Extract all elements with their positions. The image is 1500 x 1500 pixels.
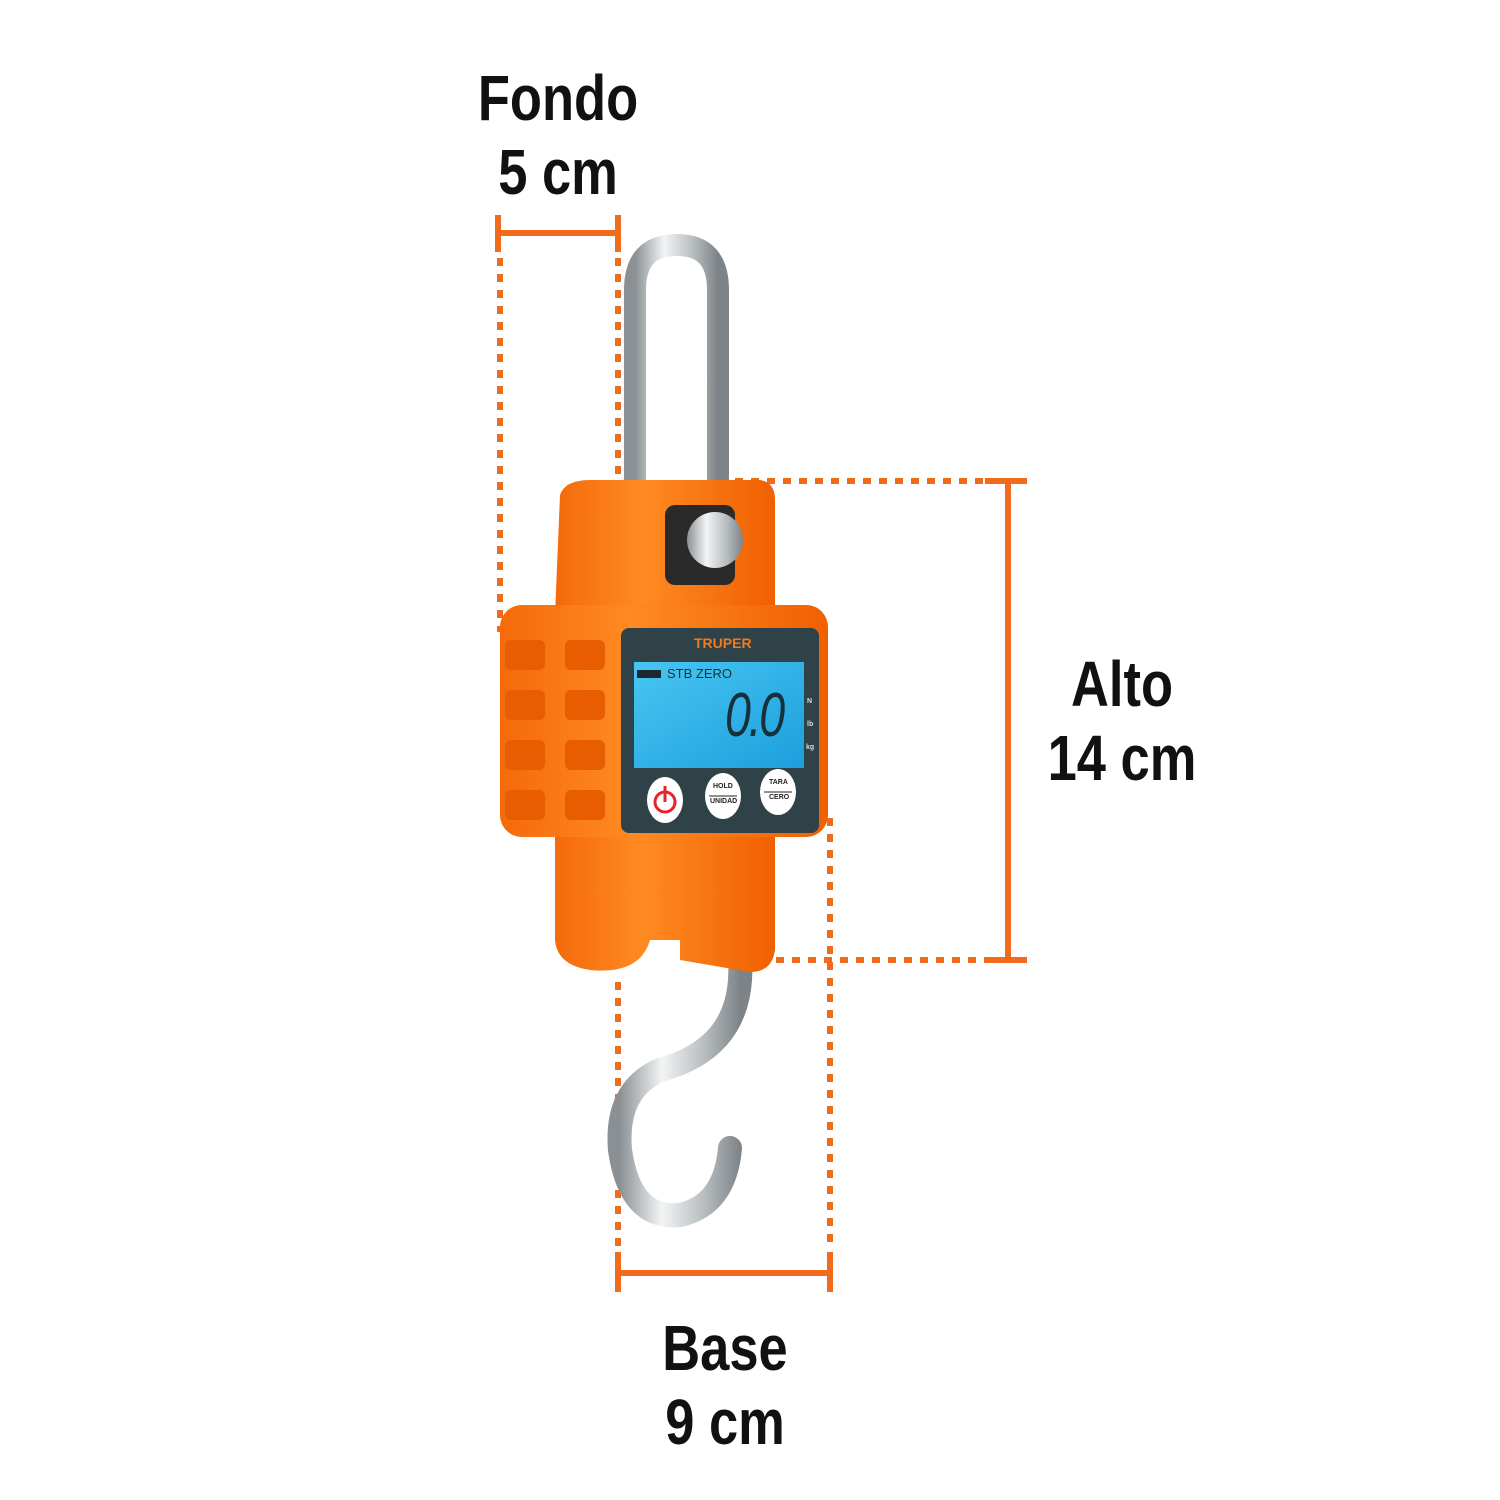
- top-shackle: [624, 233, 729, 531]
- unit-lb: lb: [807, 721, 814, 728]
- lcd-reading: 0.0: [725, 681, 785, 750]
- depth-dimension-lines: [495, 215, 621, 632]
- zero-label: CERO: [769, 794, 790, 801]
- width-value: 9 cm: [665, 1386, 785, 1458]
- height-value: 14 cm: [1047, 722, 1197, 794]
- unit-label: UNIDAD: [710, 798, 738, 805]
- scale-body: [500, 480, 828, 972]
- depth-label: Fondo: [477, 62, 639, 134]
- lcd-status: STB ZERO: [667, 666, 733, 681]
- lcd-screen: [634, 662, 804, 768]
- depth-value: 5 cm: [498, 136, 618, 208]
- unit-n: N: [807, 698, 813, 705]
- unit-kg: kg: [806, 744, 815, 751]
- tare-label: TARA: [769, 779, 788, 786]
- brand-logo: TRUPER: [694, 635, 752, 651]
- height-label: Alto: [1070, 648, 1174, 720]
- width-label: Base: [662, 1312, 788, 1384]
- height-dimension-lines: [735, 478, 1027, 963]
- hold-label: HOLD: [713, 783, 733, 790]
